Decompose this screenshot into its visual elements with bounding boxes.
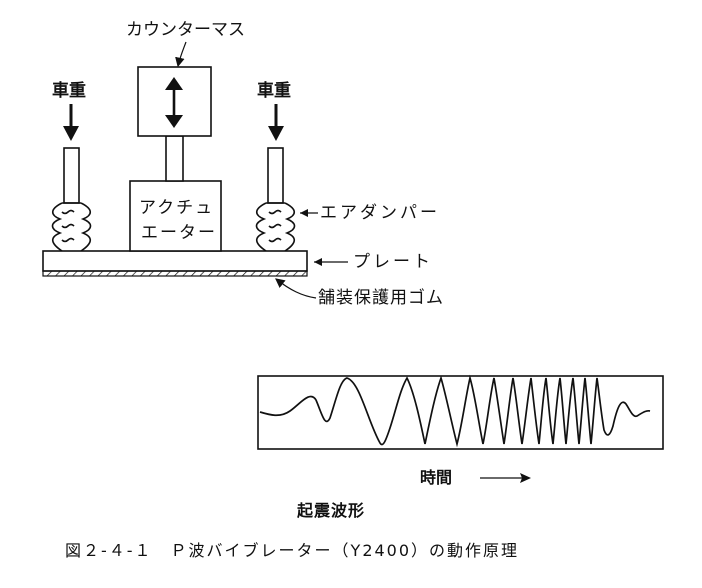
waveform-trace	[259, 374, 651, 448]
load-arrow-right-icon	[268, 104, 284, 141]
waveform-title: 起震波形	[297, 501, 366, 520]
actuator	[129, 180, 222, 252]
load-arrow-left-icon	[63, 104, 79, 141]
time-arrow	[480, 473, 531, 483]
double-arrow-icon	[165, 77, 183, 128]
right-post	[267, 147, 284, 204]
vehicle-load-left-label: 車重	[52, 81, 86, 101]
time-axis-label: 時間	[420, 468, 453, 487]
pavement-rubber	[42, 270, 308, 277]
actuator-label-line1: アクチュ	[139, 198, 215, 218]
plate-pointer	[314, 258, 348, 266]
plate	[42, 250, 308, 272]
air-damper-label: エアダンパー	[320, 203, 440, 223]
plate-label: プレート	[353, 252, 433, 272]
figure-caption: 図２-４-１ Ｐ波バイブレーター（Y2400）の動作原理	[65, 541, 520, 560]
vehicle-load-right-label: 車重	[257, 81, 291, 101]
left-post	[63, 147, 80, 204]
air-damper-pointer	[300, 209, 318, 217]
rubber-leader	[275, 278, 317, 299]
counter-mass-leader	[175, 41, 187, 68]
counter-mass-label: カウンターマス	[126, 20, 245, 40]
counter-mass-shaft	[165, 135, 184, 182]
air-damper-left	[51, 202, 92, 252]
air-damper-right	[255, 202, 296, 252]
pavement-rubber-label: 舗装保護用ゴム	[318, 288, 444, 308]
actuator-label-line2: エーター	[141, 223, 217, 243]
